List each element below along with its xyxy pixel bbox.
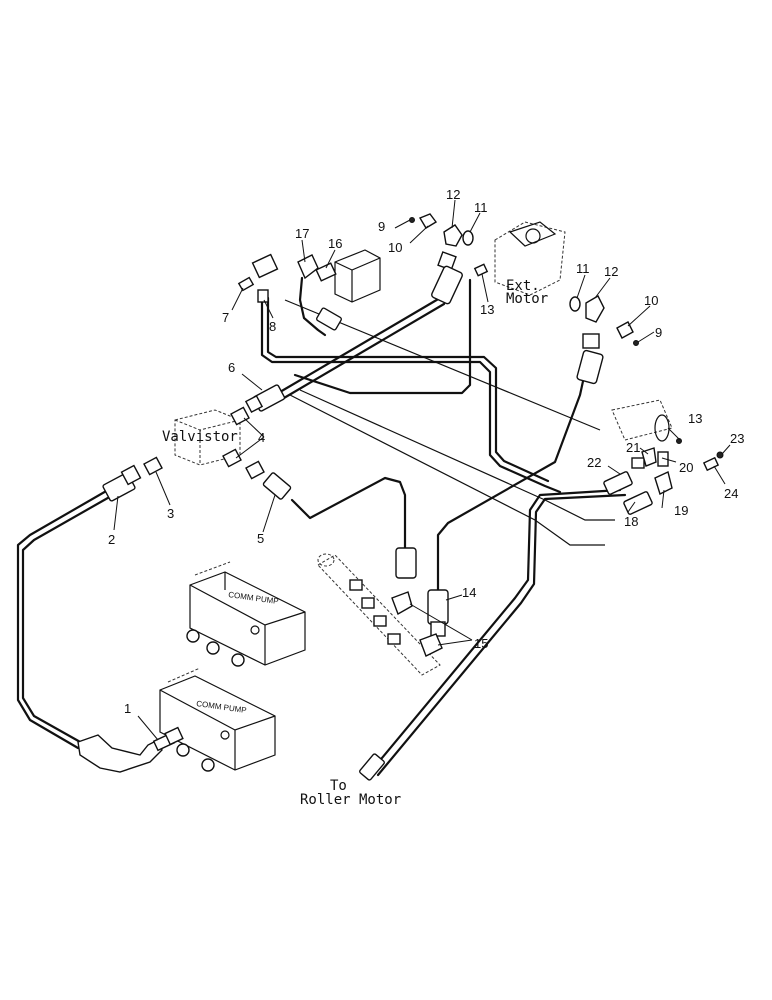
ext-motor-label-line2: Motor xyxy=(506,291,548,307)
callout-7: 7 xyxy=(222,310,229,325)
callout-11-right: 11 xyxy=(576,261,590,276)
callout-13-right: 13 xyxy=(688,411,702,426)
ext-motor xyxy=(494,221,566,296)
callout-18: 18 xyxy=(624,514,638,529)
ext-motor-label-line1: Ext. xyxy=(506,278,540,294)
callout-10-right: 10 xyxy=(644,293,658,308)
callout-5: 5 xyxy=(257,531,264,546)
comm-pump-lower xyxy=(159,667,276,771)
filter-canister xyxy=(611,399,673,442)
callout-12-top: 12 xyxy=(446,187,460,202)
comm-pump-upper-label: COMM PUMP xyxy=(228,590,279,606)
callout-16: 16 xyxy=(328,236,342,251)
callout-17: 17 xyxy=(295,226,309,241)
valvistor-block xyxy=(174,409,241,466)
valvistor-label: Valvistor xyxy=(162,429,238,445)
callout-numbers: 1 2 3 4 5 6 7 8 9 10 11 12 13 17 16 11 1… xyxy=(108,187,744,716)
roller-motor-label-line1: To xyxy=(330,778,347,794)
callout-8: 8 xyxy=(269,319,276,334)
callout-23: 23 xyxy=(730,431,744,446)
roller-motor-label-line2: Roller Motor xyxy=(300,792,401,808)
callout-15: 15 xyxy=(474,636,488,651)
comm-pump-upper xyxy=(189,561,306,666)
fittings xyxy=(77,213,724,781)
callout-6: 6 xyxy=(228,360,235,375)
manifold-bar xyxy=(317,553,441,676)
callout-20: 20 xyxy=(679,460,693,475)
component-labels: Valvistor Ext. Motor To Roller Motor COM… xyxy=(162,278,548,808)
control-valve-block xyxy=(334,249,381,303)
callout-9-right: 9 xyxy=(655,325,662,340)
callout-10-top: 10 xyxy=(388,240,402,255)
leader-lines xyxy=(113,199,731,741)
callout-12-right: 12 xyxy=(604,264,618,279)
callout-1: 1 xyxy=(124,701,131,716)
callout-3: 3 xyxy=(167,506,174,521)
callout-21: 21 xyxy=(626,440,640,455)
callout-22: 22 xyxy=(587,455,601,470)
callout-4: 4 xyxy=(258,430,265,445)
callout-2: 2 xyxy=(108,532,115,547)
callout-14: 14 xyxy=(462,585,476,600)
callout-19: 19 xyxy=(674,503,688,518)
callout-13-top: 13 xyxy=(480,302,494,317)
callout-11-top: 11 xyxy=(474,200,488,215)
hoses xyxy=(16,276,627,777)
callout-24: 24 xyxy=(724,486,738,501)
callout-9-top: 9 xyxy=(378,219,385,234)
